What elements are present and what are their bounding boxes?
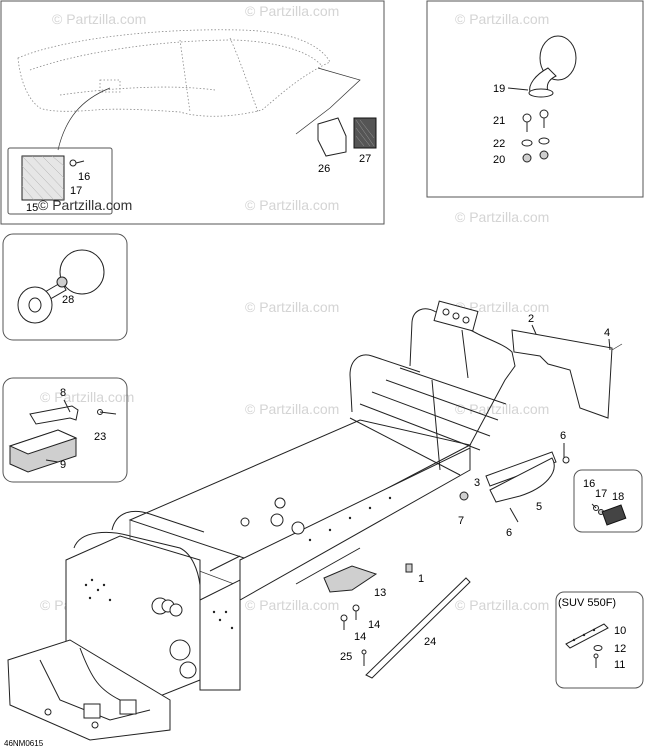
callout-24: 24 <box>424 636 436 648</box>
horn-28 <box>59 249 105 295</box>
callout-15: 15 <box>26 202 38 214</box>
rail-24 <box>365 577 471 679</box>
callout-17: 17 <box>595 488 607 500</box>
bracket-3 <box>485 451 557 487</box>
reflector-18 <box>601 504 627 526</box>
watermark: © Partzilla.com <box>245 197 339 213</box>
callout-6: 6 <box>506 527 512 539</box>
callout-20: 20 <box>493 154 505 166</box>
diagram-code: 46NM0615 <box>4 739 44 748</box>
callout-17: 17 <box>70 185 82 197</box>
watermark: © Partzilla.com <box>455 11 549 27</box>
watermark: © Partzilla.com <box>52 11 146 27</box>
callout-28: 28 <box>62 294 74 306</box>
screw-21 <box>522 113 532 123</box>
washer-7 <box>459 491 469 501</box>
washer-22 <box>521 139 533 147</box>
flap-2 <box>511 329 613 419</box>
callout-14: 14 <box>354 631 366 643</box>
watermark: © Partzilla.com <box>40 389 134 405</box>
watermark: © Partzilla.com <box>245 401 339 417</box>
panel-hood: 16 17 15 © Partzilla.com 26 27 <box>0 0 385 225</box>
watermark: © Partzilla.com <box>455 299 549 315</box>
callout-25: 25 <box>340 651 352 663</box>
callout-6: 6 <box>560 430 566 442</box>
callout-1: 1 <box>418 573 424 585</box>
panel-battery: 8 9 23 <box>2 377 128 483</box>
nut-20 <box>522 153 532 163</box>
callout-26: 26 <box>318 163 330 175</box>
plate-13 <box>323 565 378 593</box>
callout-13: 13 <box>374 587 386 599</box>
plug-1 <box>405 563 413 573</box>
rivet-17 <box>69 159 77 167</box>
callout-5: 5 <box>536 501 542 513</box>
callout-8: 8 <box>60 387 66 399</box>
callout-12: 12 <box>614 643 626 655</box>
bracket-5 <box>489 457 555 503</box>
watermark: © Partzilla.com <box>455 597 549 613</box>
panel-rear-reflector: 16 17 18 <box>573 469 643 533</box>
callout-18: 18 <box>612 491 624 503</box>
panel-horn: 28 <box>2 233 128 341</box>
callout-4: 4 <box>604 327 610 339</box>
rail-10 <box>565 623 609 649</box>
callout-9: 9 <box>60 459 66 471</box>
callout-3: 3 <box>474 477 480 489</box>
callout-19: 19 <box>493 83 505 95</box>
callout-7: 7 <box>458 515 464 527</box>
callout-10: 10 <box>614 625 626 637</box>
callout-11: 11 <box>614 659 625 671</box>
watermark: © Partzilla.com <box>455 401 549 417</box>
callout-21: 21 <box>493 115 505 127</box>
watermark-dark: © Partzilla.com <box>38 197 132 213</box>
callout-16: 16 <box>78 171 90 183</box>
watermark: © Partzilla.com <box>245 597 339 613</box>
washer-12 <box>593 645 603 651</box>
watermark: © Partzilla.com <box>245 299 339 315</box>
main-frame <box>7 300 516 741</box>
watermark: © Partzilla.com <box>455 209 549 225</box>
panel-mirror: 19 21 22 20 <box>426 0 644 198</box>
callout-27: 27 <box>359 153 371 165</box>
callout-23: 23 <box>94 431 106 443</box>
callout-2: 2 <box>528 313 534 325</box>
callout-16: 16 <box>583 478 595 490</box>
callout-22: 22 <box>493 138 505 150</box>
callout-14: 14 <box>368 619 380 631</box>
frame-parts: 2 4 3 5 6 6 7 1 13 14 14 24 <box>323 313 623 679</box>
panel-suv-550f: (SUV 550F) 10 12 11 <box>555 591 644 689</box>
screw-11 <box>593 653 599 659</box>
bracket-26 <box>317 117 347 157</box>
variant-label: (SUV 550F) <box>558 597 616 609</box>
bracket-8 <box>29 405 79 425</box>
watermark: © Partzilla.com <box>245 3 339 19</box>
